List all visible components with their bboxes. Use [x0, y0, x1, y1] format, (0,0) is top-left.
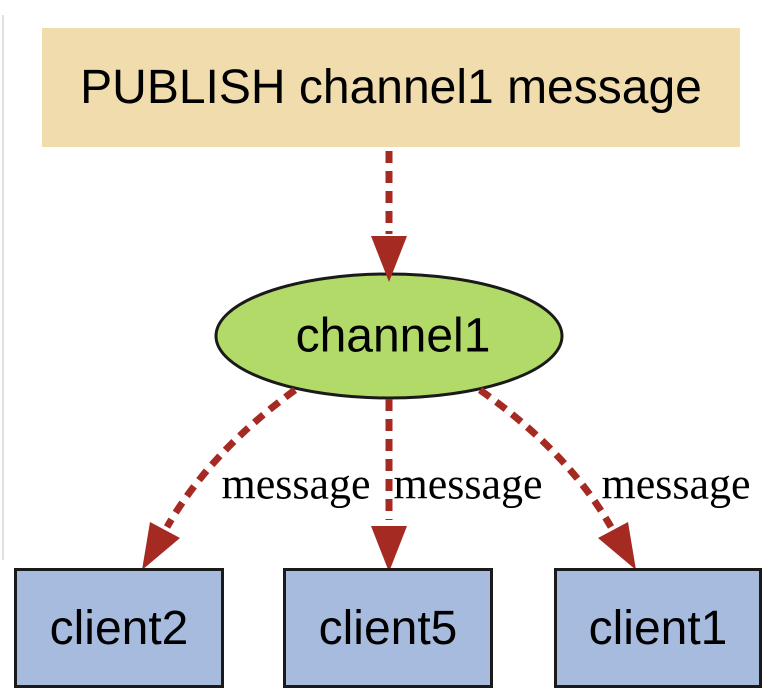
- message-arrow-head-client1-icon: [598, 522, 636, 570]
- subscriber-label: client2: [49, 601, 189, 655]
- subscriber-label: client1: [588, 601, 728, 655]
- message-arrow-head-client5-icon: [371, 526, 407, 572]
- channel-label: channel1: [295, 309, 491, 363]
- left-edge-line: [2, 15, 4, 560]
- publisher-label: PUBLISH channel1 message: [80, 61, 702, 114]
- subscriber-node-client1: client1: [554, 568, 762, 688]
- edge-label-message-client5: message: [393, 459, 543, 509]
- edge-label-message-client2: message: [221, 459, 371, 509]
- publish-arrow-head-icon: [371, 236, 407, 282]
- message-arrow-head-client2-icon: [142, 522, 180, 570]
- publisher-node: PUBLISH channel1 message: [42, 28, 740, 147]
- edge-label-message-client1: message: [601, 459, 751, 509]
- subscriber-node-client2: client2: [14, 568, 224, 688]
- subscriber-node-client5: client5: [283, 568, 493, 688]
- subscriber-label: client5: [318, 601, 458, 655]
- message-arrow-line-client2: [163, 387, 298, 529]
- message-arrow-line-client1: [477, 387, 615, 529]
